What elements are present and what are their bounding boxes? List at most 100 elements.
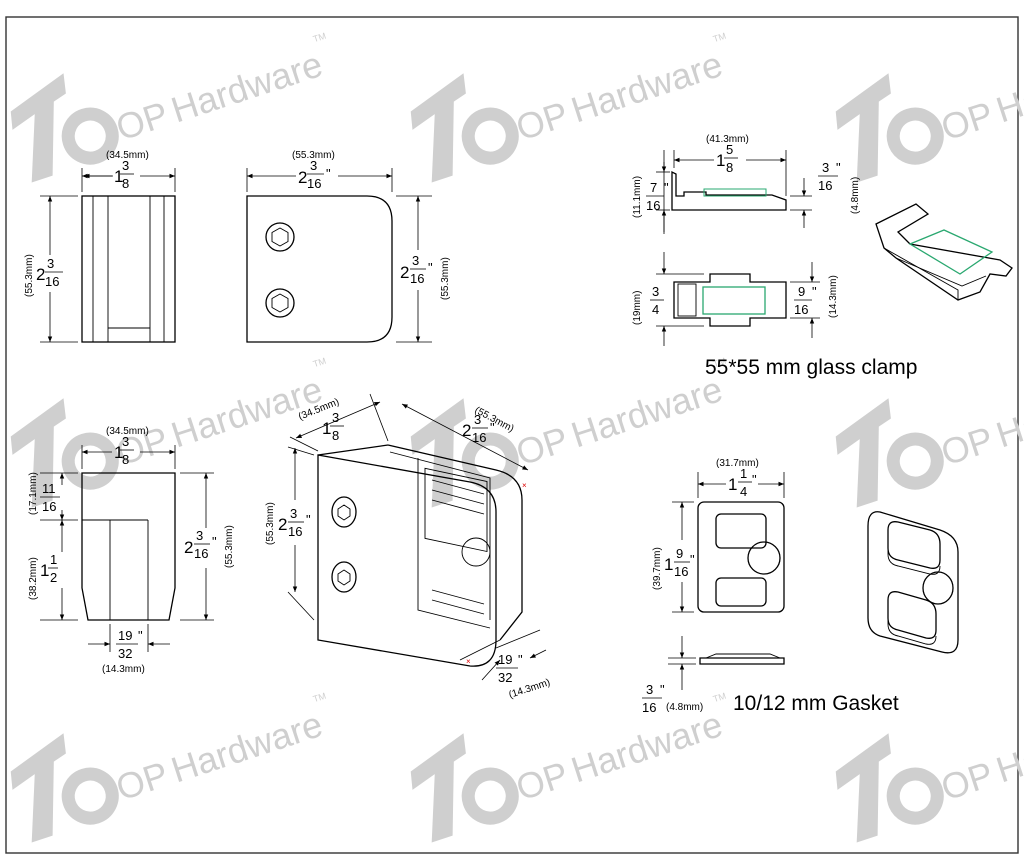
watermark-tc: OP Hardware TM: [401, 31, 727, 183]
svg-text:": ": [306, 512, 311, 527]
lower-width-num: 3: [122, 434, 129, 449]
front-view: (34.5mm) 1 3 8 (55.3mm) 2 3 16: [24, 150, 176, 343]
iso-depth-den: 8: [332, 428, 339, 443]
lower-bottom-whole: 1: [40, 561, 49, 580]
watermark-tr: OP Hardware: [826, 43, 1024, 183]
svg-text:TM: TM: [312, 691, 327, 705]
glass-clamp-caption: 55*55 mm glass clamp: [705, 356, 917, 379]
side-width-den: 16: [307, 176, 321, 191]
svg-text:TM: TM: [312, 356, 327, 370]
svg-text:OP: OP: [511, 753, 573, 808]
iso-depth-whole: 1: [322, 419, 331, 438]
svg-text:OP: OP: [111, 753, 173, 808]
side-view: (55.3mm) 2 3 16 " 2 3 16 " (55.3mm): [246, 150, 451, 343]
svg-text:": ": [664, 180, 669, 195]
svg-text:": ": [752, 472, 757, 487]
iso-gap-den: 32: [498, 670, 512, 685]
gasket-height-den: 16: [674, 564, 688, 579]
gasket-width-den: 4: [740, 484, 747, 499]
lower-height-num: 3: [196, 528, 203, 543]
lower-top-mm: (17.1mm): [28, 472, 39, 515]
page-frame: [5, 16, 1019, 854]
side-width-mm: (55.3mm): [292, 150, 335, 161]
side-width-whole: 2: [298, 168, 307, 187]
gasket-width-num: 1: [740, 466, 747, 481]
svg-text:": ": [212, 534, 217, 549]
clamp-thick-num: 3: [822, 160, 829, 175]
svg-text:×: ×: [522, 481, 527, 490]
iso-gap-mm: (14.3mm): [508, 677, 552, 701]
front-width-num: 3: [122, 158, 129, 173]
svg-text:Hardware: Hardware: [991, 368, 1024, 455]
clamp-w2-num: 9: [798, 284, 805, 299]
svg-text:": ": [490, 420, 495, 435]
svg-text:OP: OP: [511, 93, 573, 148]
svg-text:TM: TM: [712, 31, 727, 45]
clamp-height-den: 16: [646, 198, 660, 213]
front-width-mm: (34.5mm): [106, 150, 149, 161]
side-height-mm: (55.3mm): [440, 257, 451, 300]
svg-text:Hardware: Hardware: [991, 43, 1024, 130]
iso-gap-num: 19: [498, 652, 512, 667]
lower-width-whole: 1: [114, 443, 123, 462]
svg-text:": ": [428, 260, 433, 275]
svg-text:Hardware: Hardware: [566, 43, 727, 130]
svg-text:Hardware: Hardware: [166, 703, 327, 790]
gasket-thick-mm: (4.8mm): [666, 702, 703, 713]
lower-bottom-num: 1: [50, 552, 57, 567]
lower-height-whole: 2: [184, 538, 193, 557]
svg-text:": ": [326, 166, 331, 181]
gasket-height-whole: 1: [664, 555, 673, 574]
svg-text:": ": [660, 682, 665, 697]
svg-text:×: ×: [466, 657, 471, 666]
clamp-w2-mm: (14.3mm): [828, 275, 839, 318]
front-width-den: 8: [122, 176, 129, 191]
clamp-height-num: 7: [650, 180, 657, 195]
svg-text:Hardware: Hardware: [566, 703, 727, 790]
iso-screw-top: [331, 496, 357, 528]
iso-height-whole: 2: [278, 515, 287, 534]
svg-text:": ": [812, 284, 817, 299]
screw-head-bottom: [265, 288, 295, 318]
iso-depth-num: 3: [332, 410, 339, 425]
svg-text:OP: OP: [511, 418, 573, 473]
svg-text:TM: TM: [312, 31, 327, 45]
lower-base-den: 32: [118, 646, 132, 661]
gasket-height-num: 9: [676, 546, 683, 561]
svg-text:Hardware: Hardware: [166, 43, 327, 130]
lower-base-mm: (14.3mm): [102, 664, 145, 675]
watermark-tl: OP Hardware TM: [1, 31, 327, 183]
watermark-bc: OP Hardware TM: [401, 691, 727, 843]
svg-text:OP: OP: [936, 93, 998, 148]
lower-bottom-den: 2: [50, 570, 57, 585]
watermark-bl: OP Hardware TM: [1, 691, 327, 843]
front-height-den: 16: [45, 274, 59, 289]
iso-width-whole: 2: [462, 421, 471, 440]
glass-clamp-drawings: (11.1mm) 7 16 " (41.3mm) 1 5 8 3 16 " (4…: [632, 134, 1013, 379]
gasket-drawings: (31.7mm) 1 1 4 " (39.7mm) 1 9 16 " 3 16 …: [642, 458, 959, 715]
svg-text:OP: OP: [936, 753, 998, 808]
gasket-height-mm: (39.7mm): [652, 547, 663, 590]
svg-text:OP: OP: [936, 418, 998, 473]
gasket-caption: 10/12 mm Gasket: [733, 692, 899, 715]
front-width-whole: 1: [114, 167, 123, 186]
svg-text:Hardware: Hardware: [991, 703, 1024, 790]
side-height-num: 3: [412, 253, 419, 268]
front-height-num: 3: [47, 256, 54, 271]
gasket-width-mm: (31.7mm): [716, 458, 759, 469]
side-height-den: 16: [410, 271, 424, 286]
clamp-thick-mm: (4.8mm): [850, 177, 861, 214]
clamp-length-mm: (41.3mm): [706, 134, 749, 145]
svg-text:": ": [690, 552, 695, 567]
svg-text:": ": [138, 628, 143, 643]
svg-text:": ": [836, 160, 841, 175]
clamp-w2-den: 16: [794, 302, 808, 317]
clamp-length-num: 5: [726, 142, 733, 157]
clamp-w1-num: 3: [652, 284, 659, 299]
side-height-whole: 2: [400, 263, 409, 282]
screw-head-top: [265, 222, 295, 252]
lower-top-num: 11: [42, 481, 56, 496]
iso-width-num: 3: [474, 412, 481, 427]
